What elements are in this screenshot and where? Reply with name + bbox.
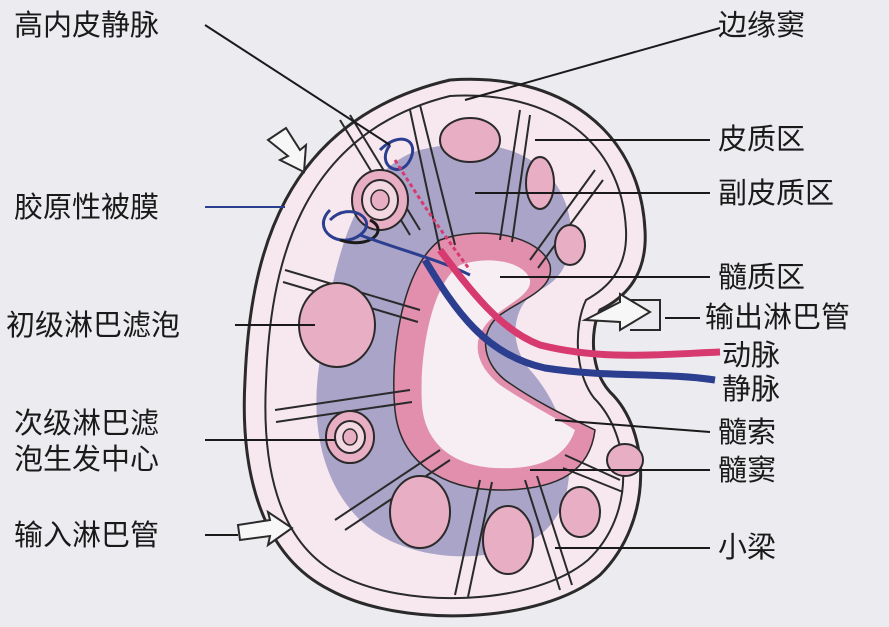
efferent-lymphatic-arrow [581,292,652,332]
label-artery: 动脉 [722,338,781,372]
label-efferent-lymphatic: 输出淋巴管 [705,300,851,334]
label-vein: 静脉 [722,372,781,406]
label-secondary-follicle-line2: 泡生发中心 [14,442,160,476]
afferent-lymphatic-arrow-bottom [236,509,294,548]
leader-lines [204,24,721,549]
label-medulla: 髓质区 [718,260,806,294]
high-endothelial-venule [322,137,472,277]
label-medullary-cord: 髓索 [718,415,777,449]
label-medullary-sinus: 髓窦 [718,453,777,487]
label-paracortex: 副皮质区 [718,176,835,210]
vein [421,258,716,384]
efferent-lymphatic-vessel [630,299,661,331]
label-secondary-follicle: 次级淋巴滤 泡生发中心 [14,405,159,477]
label-trabecula: 小梁 [718,530,777,564]
label-secondary-follicle-line1: 次级淋巴滤 [14,406,160,440]
follicles [298,117,644,575]
label-afferent-lymphatic: 输入淋巴管 [14,518,160,552]
artery [437,247,721,359]
trabeculae [274,104,624,598]
label-subcapsular-sinus: 边缘窦 [718,8,806,42]
afferent-lymphatic-arrow-top [266,126,308,174]
label-high-endothelial-venule: 高内皮静脉 [14,8,160,42]
label-capsule: 胶原性被膜 [14,190,160,224]
subcapsular-sinus [264,94,628,600]
label-primary-follicle: 初级淋巴滤泡 [6,308,181,342]
label-cortex: 皮质区 [718,122,806,156]
